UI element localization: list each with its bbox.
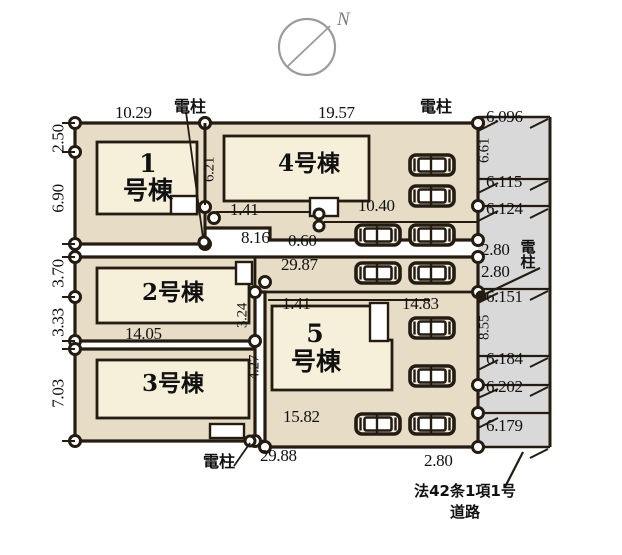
utility-pole-label-top-left: 電柱 [174,97,207,116]
car-icon [354,223,402,247]
dimension-816: 8.16 [241,228,270,247]
dimension-621: 6.21 [201,156,218,183]
lot-label-5-suffix: 号棟 [290,347,341,376]
lot-label-3: 3号棟 [141,370,204,397]
utility-pole-label-top-right: 電柱 [420,97,453,116]
utility-pole-label-bottom: 電柱 [203,452,236,471]
elevation-6184: 6.184 [486,349,523,368]
elevation-6151: 6.151 [486,287,523,306]
dimension-left-370: 3.70 [48,259,68,288]
lot-label-5-number: 5 [306,319,324,348]
utility-pole-label-right: 電柱 [519,240,537,270]
dimension-left-690: 6.90 [48,184,68,213]
dimension-1582: 15.82 [283,407,320,426]
lot-label-1-suffix: 号棟 [122,176,173,205]
lot-label-4: 4号棟 [277,150,340,177]
dimension-left-703: 7.03 [48,379,68,408]
compass-north-label: N [337,9,350,30]
dimension-2987: 29.87 [281,255,318,274]
dimension-141-upper: 1.41 [230,200,259,219]
dimension-1040: 10.40 [358,196,395,215]
elevation-6179: 6.179 [486,416,523,435]
road-legal-note-line2: 道路 [449,503,480,521]
building-lot4 [222,134,371,218]
car-icon [408,364,456,388]
dimension-280-lower: 2.80 [481,262,510,281]
elevation-6124: 6.124 [486,199,523,218]
dimension-661: 6.61 [476,137,493,164]
dimension-141-lower: 1.41 [282,294,311,313]
dimension-left-250: 2.50 [48,124,68,153]
lot-label-1-number: 1 [139,149,157,178]
utility-pole-markers [185,111,541,467]
car-icon [408,223,456,247]
compass-rose [277,17,337,77]
dimension-2988: 29.88 [260,446,297,465]
dimension-top-left: 10.29 [115,103,152,122]
lot-label-2: 2号棟 [141,279,204,306]
parcel-dividers [75,123,478,449]
car-icon [354,261,402,285]
dimension-top-right: 19.57 [318,103,355,122]
road-legal-note-line1: 法42条1項1号 [414,482,516,500]
dimension-bottom-280: 2.80 [424,451,453,470]
car-icon [408,261,456,285]
dimension-left-333: 3.33 [48,308,68,337]
building-lot1 [95,140,199,216]
car-icon [354,412,402,436]
road-strip-right [477,115,552,488]
building-lot5 [270,301,394,392]
car-icon [408,153,456,177]
dimension-427: 4.27 [246,354,263,381]
elevation-6202: 6.202 [486,377,523,396]
dimension-324: 3.24 [234,302,251,329]
elevation-6115: 6.115 [486,172,523,191]
dimension-855: 8.55 [476,314,493,341]
car-icon [408,316,456,340]
elevation-6096: 6.096 [486,107,523,126]
dimension-1483: 14.83 [402,294,439,313]
dimension-060: 0.60 [288,231,317,250]
dimension-280-upper: 2.80 [481,240,510,259]
building-lot3 [95,358,251,440]
dimension-1405: 14.05 [125,324,162,343]
utility-pole-label-right-text: 電柱 [520,238,536,271]
car-icon [408,184,456,208]
dimension-lines [62,122,478,442]
car-icon [408,412,456,436]
